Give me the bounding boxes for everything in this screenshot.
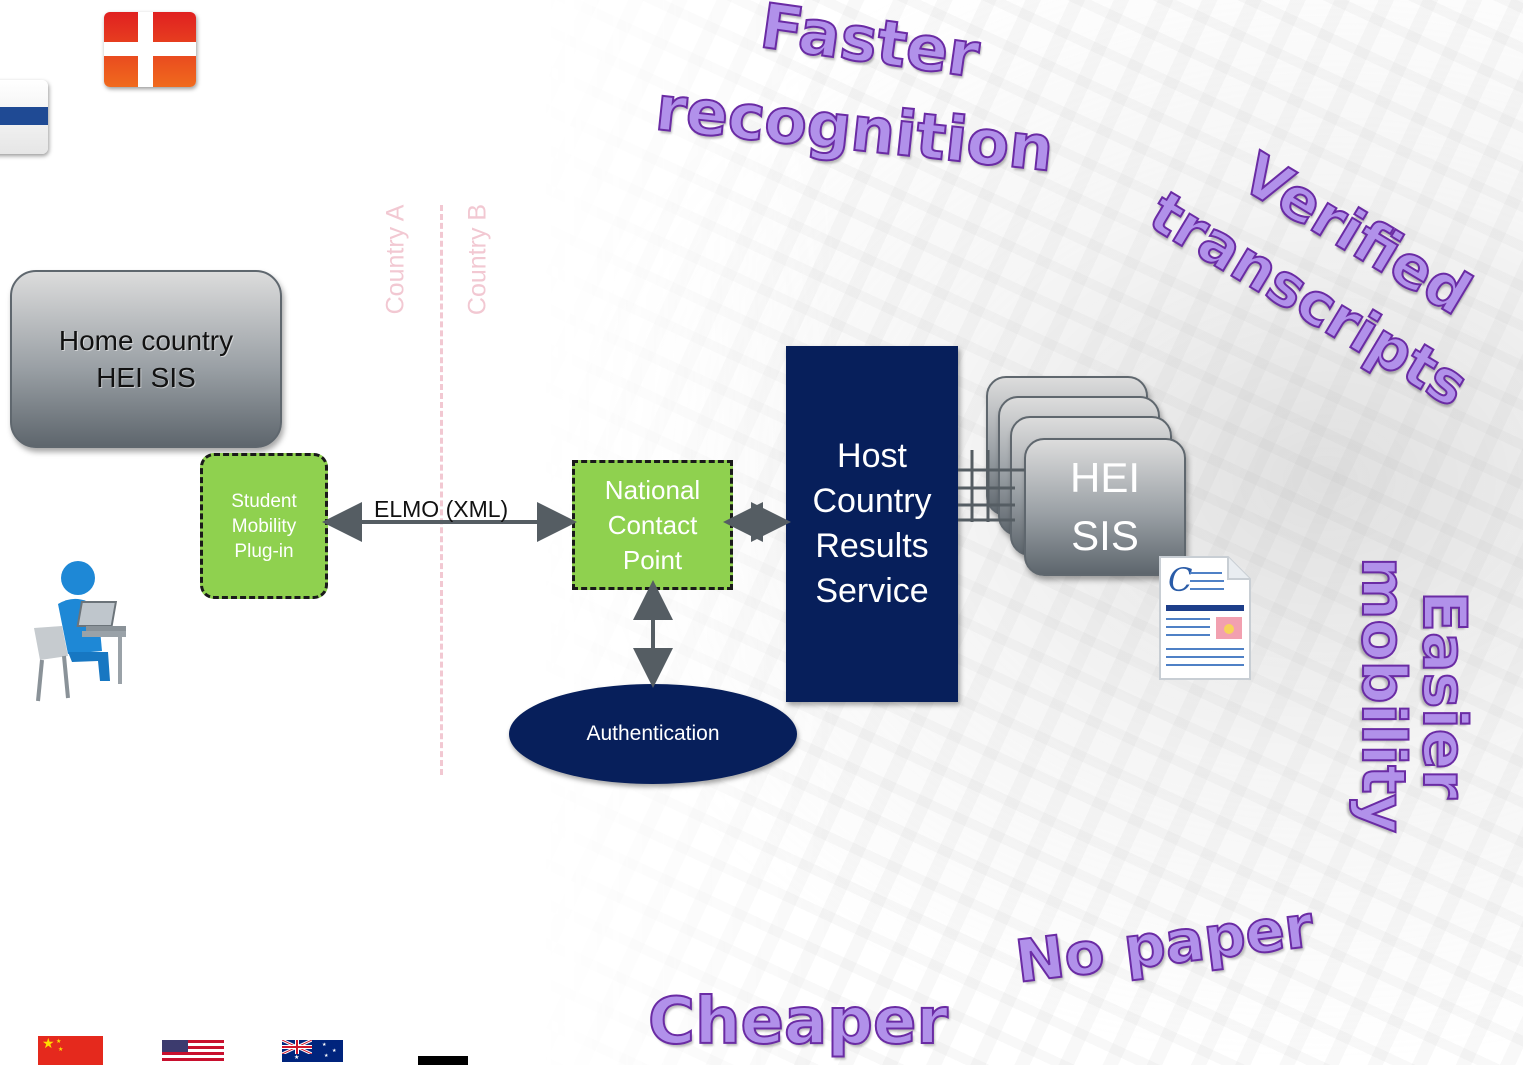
slogan-cheaper: Cheaper [647,984,949,1060]
plugin-label-line2: Mobility [231,515,297,537]
home-country-sis-box: Home country HEI SIS [10,270,282,448]
results-label-line2: Country [812,482,932,520]
plugin-label-line1: Student [231,490,297,512]
authentication-label: Authentication [586,722,720,745]
home-sis-label-line1: Home country [58,325,234,356]
hei-sis-label-line1: HEI [1069,454,1140,501]
australia-flag-icon: ★ ★ ★ ★ [282,1040,343,1062]
home-sis-label-line2: HEI SIS [96,362,196,393]
black-flag-icon [418,1056,468,1065]
results-label-line3: Results [815,527,929,565]
student-laptop-icon [34,561,126,702]
china-flag-icon: ★ ★ ★ [38,1036,103,1065]
results-label-line4: Service [815,572,929,610]
denmark-flag-icon [104,12,196,87]
plugin-label-line3: Plug-in [234,540,294,562]
ncp-label-line3: Point [622,544,683,575]
transcript-document-icon: C [1159,556,1251,680]
elmo-label: ELMO (XML) [374,496,509,522]
svg-text:C: C [1168,561,1192,599]
results-hei-connectors [958,450,1025,522]
hei-sis-label-line2: SIS [1071,512,1139,559]
hei-sis-box: HEI SIS [1024,438,1186,576]
ncp-label-line2: Contact [607,509,698,540]
student-mobility-plugin-box: Student Mobility Plug-in [200,453,328,599]
usa-flag-icon [162,1040,224,1062]
authentication-node: Authentication [509,684,797,784]
country-border-line [440,205,443,775]
host-country-results-service-box: Host Country Results Service [786,346,958,702]
results-label-line1: Host [837,437,907,475]
finland-flag-icon [0,80,48,154]
ncp-label-line1: National [604,474,701,505]
